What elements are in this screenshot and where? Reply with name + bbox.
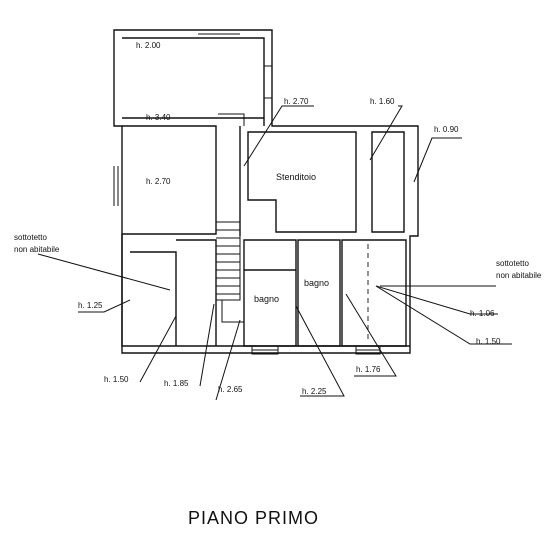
- callout-h225: h. 2.25: [302, 387, 327, 396]
- callout-h150-bottom: h. 1.50: [104, 375, 129, 384]
- room-height-top-left: h. 2.00: [136, 41, 161, 50]
- windows: [113, 29, 419, 355]
- note-left-line2: non abitabile: [14, 245, 60, 254]
- room-label-bagno-left: bagno: [254, 294, 279, 304]
- callout-h265: h. 2.65: [218, 385, 243, 394]
- room-label-bagno-right: bagno: [304, 278, 329, 288]
- slope-lines: [175, 140, 373, 344]
- callout-h106: h. 1.06: [470, 309, 495, 318]
- callout-h176: h. 1.76: [356, 365, 381, 374]
- callout-h125: h. 1.25: [78, 301, 103, 310]
- plan-title: PIANO PRIMO: [188, 508, 319, 528]
- callout-h270: h. 2.70: [284, 97, 309, 106]
- callout-h160: h. 1.60: [370, 97, 395, 106]
- note-right-line1: sottotetto: [496, 259, 529, 268]
- leader-lines: [37, 105, 512, 401]
- note-left-line1: sottotetto: [14, 233, 47, 242]
- room-height-mid-left: h. 2.70: [146, 177, 171, 186]
- outer-walls: [113, 29, 419, 354]
- callout-h185: h. 1.85: [164, 379, 189, 388]
- callout-h090: h. 0.90: [434, 125, 459, 134]
- room-width-top-left: h. 3.40: [146, 113, 171, 122]
- note-right-line2: non abitabile: [496, 271, 542, 280]
- room-label-stenditoio: Stenditoio: [276, 172, 316, 182]
- stair: [216, 113, 245, 323]
- interior-walls: [121, 125, 410, 347]
- callout-h150-right: h. 1.50: [476, 337, 501, 346]
